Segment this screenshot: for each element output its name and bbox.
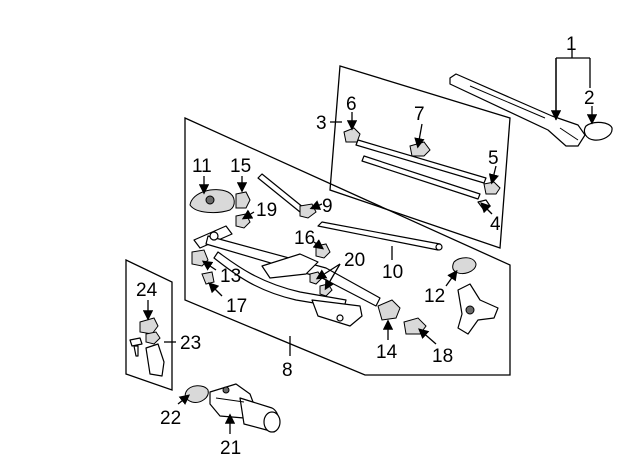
callout-9: 9 (322, 196, 333, 217)
blade-end-cap (477, 199, 491, 211)
callout-20: 20 (344, 250, 365, 271)
callout-15: 15 (230, 156, 251, 177)
long-link-rod (317, 221, 443, 251)
callout-7: 7 (414, 104, 425, 125)
callout-19: 19 (256, 200, 277, 221)
callout-3: 3 (316, 113, 327, 134)
wiper-arm-cap (583, 121, 613, 141)
pivot-cover (189, 189, 235, 214)
callout-4: 4 (490, 214, 501, 235)
bushing-17 (201, 271, 215, 285)
blade-clip (343, 127, 361, 143)
linkage-panel (184, 116, 511, 376)
bushing-16 (315, 243, 331, 259)
linkage-frame (193, 225, 381, 327)
wiper-blade-panel (329, 65, 511, 249)
callout-21: 21 (220, 438, 241, 459)
callout-1: 1 (566, 34, 577, 55)
hardware-nut (139, 317, 159, 335)
callout-12: 12 (424, 286, 445, 307)
callout-16: 16 (294, 228, 315, 249)
callout-17: 17 (226, 296, 247, 317)
callout-6: 6 (346, 94, 357, 115)
hardware-bolt (129, 331, 161, 357)
pivot-bracket (457, 283, 499, 335)
callout-13: 13 (220, 266, 241, 287)
bushing-15 (235, 191, 251, 209)
hardware-bracket (145, 343, 165, 377)
callout-5: 5 (488, 148, 499, 169)
wiper-motor (209, 383, 281, 433)
motor-grommet (184, 385, 209, 403)
wiper-arm (449, 73, 586, 147)
mount-14 (377, 299, 401, 321)
grommet-12 (452, 257, 477, 275)
callout-24: 24 (136, 280, 158, 301)
callout-18: 18 (432, 346, 453, 367)
hardware-panel (125, 258, 173, 391)
callout-11: 11 (192, 156, 212, 177)
callout-14: 14 (376, 342, 398, 363)
callout-22: 22 (160, 408, 181, 429)
leader-lines (142, 50, 598, 434)
blade-end-clip (483, 181, 501, 195)
callout-8: 8 (282, 360, 293, 381)
callout-23: 23 (180, 333, 201, 354)
blade-refill-strip (355, 139, 487, 200)
callout-10: 10 (382, 262, 403, 283)
callout-2: 2 (584, 88, 595, 109)
blade-connector (409, 141, 431, 157)
